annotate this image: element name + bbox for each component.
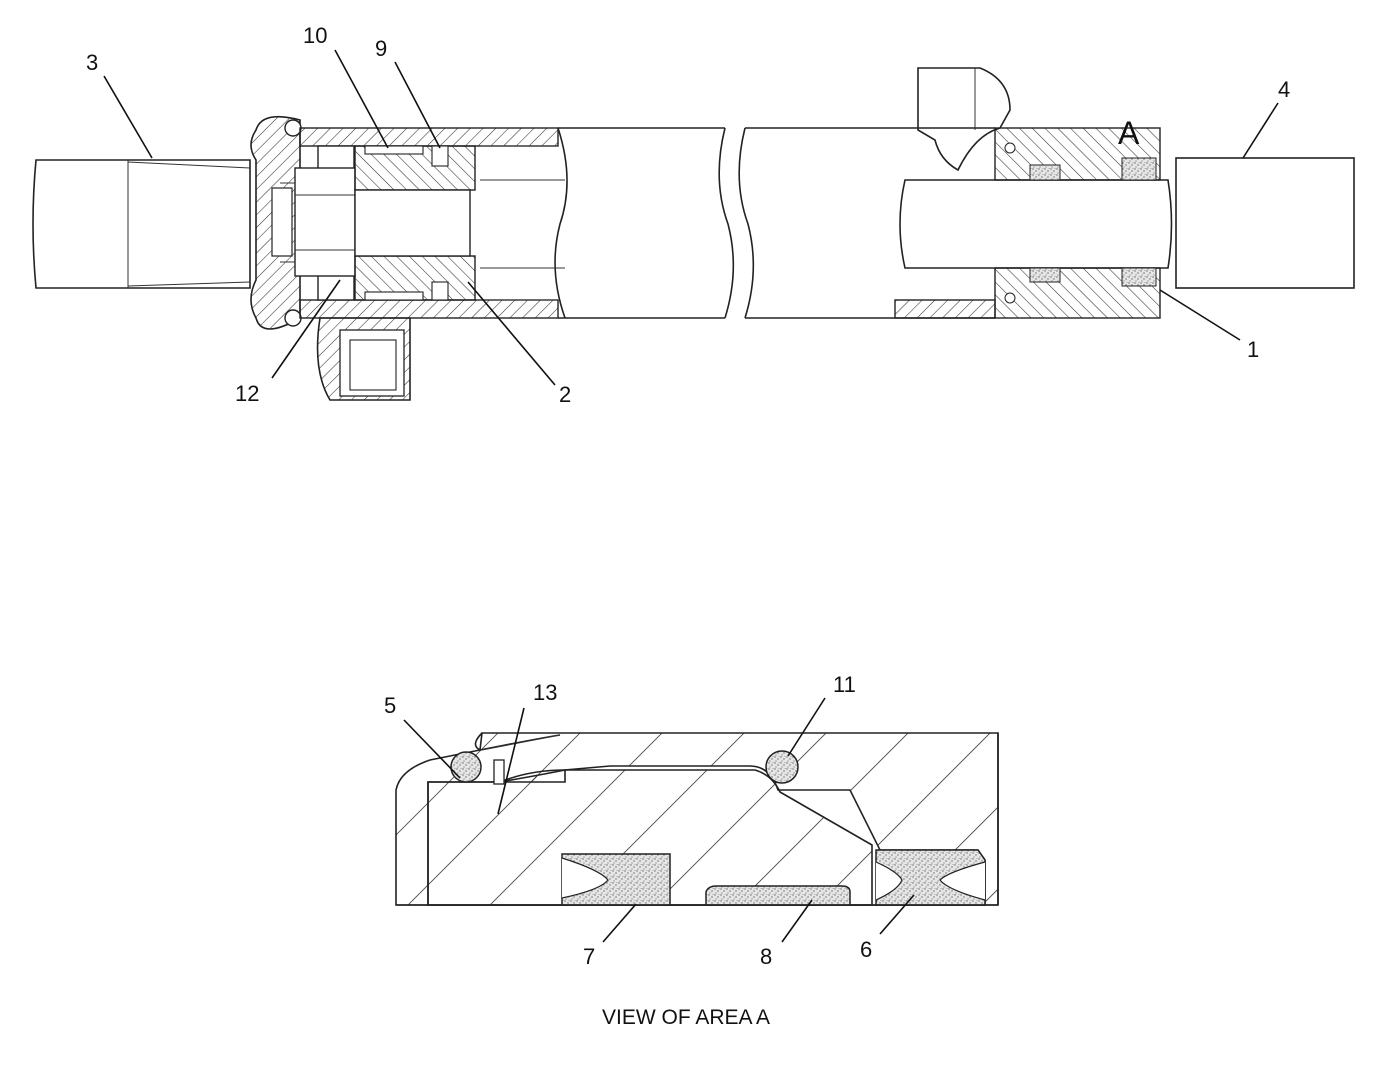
callout-9: 9: [375, 36, 441, 149]
piston: [354, 145, 476, 301]
seal-11-oring: [765, 750, 799, 784]
detail-caption: VIEW OF AREA A: [602, 1006, 770, 1029]
piston-nut: [280, 145, 356, 301]
area-a-marker: A: [1118, 115, 1140, 151]
svg-text:5: 5: [384, 693, 396, 718]
svg-text:4: 4: [1278, 77, 1290, 102]
callout-5: 5: [384, 693, 461, 779]
detail-view-area-a: [395, 732, 999, 906]
left-rod-end: [32, 159, 251, 289]
callout-10: 10: [303, 23, 389, 149]
callout-2: 2: [467, 281, 571, 407]
backup-ring-13: [493, 759, 505, 785]
cylinder-assembly: A: [32, 67, 1355, 401]
svg-text:8: 8: [760, 944, 772, 969]
svg-text:3: 3: [86, 50, 98, 75]
right-rod-end: [1175, 157, 1355, 289]
port-fitting-bottom: [316, 317, 411, 401]
callout-11: 11: [787, 672, 856, 757]
piston-rod: [899, 179, 1173, 269]
callout-3: 3: [86, 50, 153, 159]
seal-5-oring: [450, 751, 482, 783]
callout-1: 1: [1159, 289, 1259, 362]
callout-13: 13: [497, 680, 557, 815]
svg-text:2: 2: [559, 382, 571, 407]
svg-text:7: 7: [583, 944, 595, 969]
svg-text:11: 11: [833, 672, 856, 697]
callout-8: 8: [760, 899, 813, 969]
port-fitting-top: [917, 67, 1011, 172]
callout-4: 4: [1242, 77, 1290, 159]
svg-text:1: 1: [1247, 337, 1259, 362]
callout-7: 7: [583, 903, 637, 969]
callout-6: 6: [860, 894, 915, 962]
head-cap: [250, 115, 302, 330]
svg-text:13: 13: [533, 680, 557, 705]
gland-head: [994, 127, 1161, 319]
svg-text:12: 12: [235, 381, 259, 406]
svg-text:10: 10: [303, 23, 327, 48]
svg-text:9: 9: [375, 36, 387, 61]
cylinder-tube: [299, 127, 996, 319]
callout-12: 12: [235, 279, 341, 406]
wear-band-8: [705, 885, 851, 906]
svg-text:6: 6: [860, 937, 872, 962]
